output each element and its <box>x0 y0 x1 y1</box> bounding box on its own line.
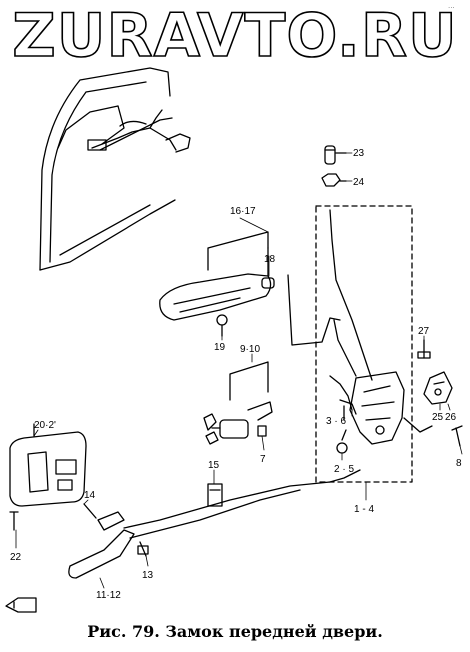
fastener-2-5 <box>336 429 348 454</box>
label-13: 13 <box>142 570 154 581</box>
corner-mark: ... <box>448 2 455 10</box>
label-7: 7 <box>260 454 266 465</box>
label-9-10: 9·10 <box>240 344 260 355</box>
door-outline <box>39 67 176 271</box>
pin-23 <box>324 145 347 165</box>
label-19: 19 <box>214 342 226 353</box>
label-24: 24 <box>353 177 365 188</box>
label-23: 23 <box>353 148 365 159</box>
label-22: 22 <box>10 552 22 563</box>
watermark-text: ZURAVTO.RU <box>12 1 458 66</box>
label-20-21: 20·2' <box>34 420 56 431</box>
label-1-4: 1 - 4 <box>354 504 374 515</box>
watermark: ZURAVTO.RU <box>11 0 458 66</box>
leader-lines <box>15 152 463 589</box>
label-11-12: 11·12 <box>96 590 121 601</box>
label-3-6: 3 · 6 <box>326 416 346 427</box>
label-2-5: 2 · 5 <box>334 464 354 475</box>
label-15: 15 <box>208 460 220 471</box>
lock-cylinder <box>203 361 273 445</box>
outside-handle <box>159 231 275 321</box>
assembly-box <box>315 205 413 483</box>
label-26: 26 <box>445 412 457 423</box>
label-18: 18 <box>264 254 276 265</box>
figure-caption: Рис. 79. Замок передней двери. <box>87 622 383 641</box>
link-rods <box>287 209 373 381</box>
label-25: 25 <box>432 412 444 423</box>
clip-19 <box>216 314 228 337</box>
striker <box>403 339 453 433</box>
clip-15 <box>207 483 223 507</box>
label-27: 27 <box>418 326 430 337</box>
clip-24 <box>321 173 347 187</box>
door-inner-mechanism <box>87 109 191 153</box>
latch-assembly <box>329 371 405 445</box>
handle-lever <box>68 469 361 579</box>
screw-8 <box>451 425 463 447</box>
label-8: 8 <box>456 458 462 469</box>
label-14: 14 <box>84 490 96 501</box>
label-16-17: 16·17 <box>230 206 256 217</box>
front-arrow-icon <box>5 597 37 613</box>
inside-handle <box>9 423 87 531</box>
